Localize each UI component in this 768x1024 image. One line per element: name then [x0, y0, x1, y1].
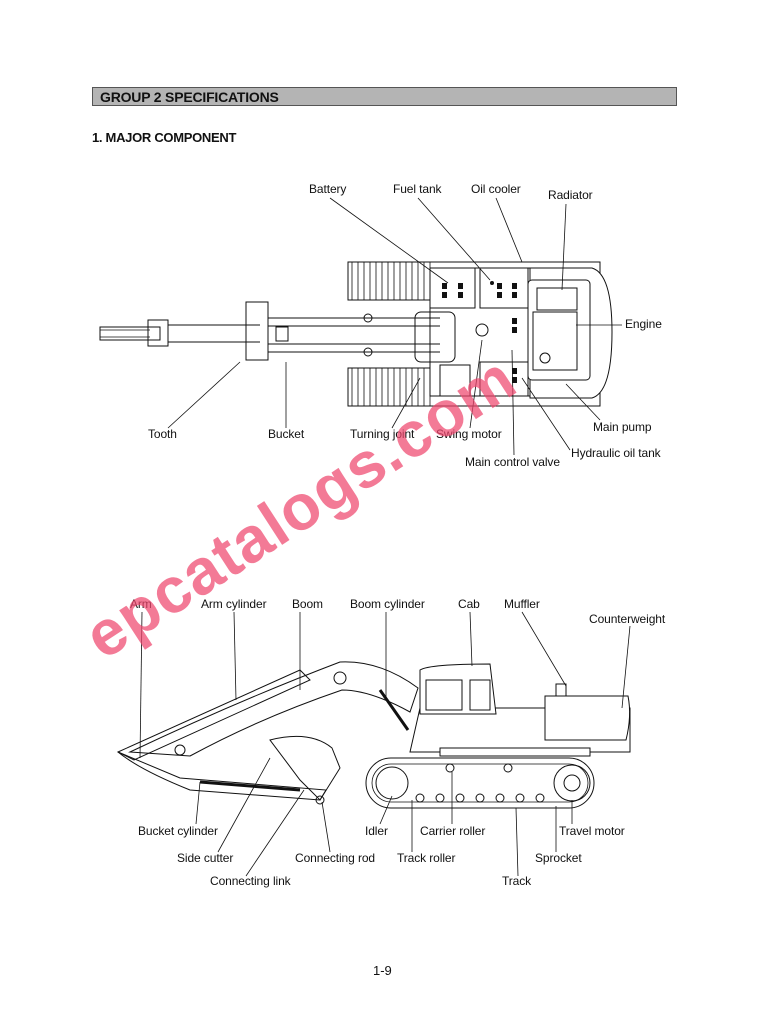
group-title: GROUP 2 SPECIFICATIONS	[100, 89, 279, 105]
label-main-pump: Main pump	[593, 420, 652, 434]
label-track-roller: Track roller	[397, 851, 456, 865]
label-fuel-tank: Fuel tank	[393, 182, 442, 196]
label-travel-motor: Travel motor	[559, 824, 625, 838]
boom	[128, 661, 419, 757]
section-title: 1. MAJOR COMPONENT	[92, 130, 237, 145]
label-connecting-link: Connecting link	[210, 874, 291, 888]
arm-bucket	[116, 669, 341, 805]
component-markers	[442, 281, 517, 383]
label-idler: Idler	[365, 824, 388, 838]
top-leader-lines	[167, 197, 622, 456]
label-track: Track	[502, 874, 532, 888]
label-boom: Boom	[292, 597, 323, 611]
label-tooth: Tooth	[148, 427, 177, 441]
label-counterweight: Counterweight	[589, 612, 666, 626]
label-turning-joint: Turning joint	[350, 427, 415, 441]
label-boom-cylinder: Boom cylinder	[350, 597, 425, 611]
label-sprocket: Sprocket	[535, 851, 582, 865]
label-carrier-roller: Carrier roller	[420, 824, 486, 838]
label-battery: Battery	[309, 182, 347, 196]
label-arm-cylinder: Arm cylinder	[201, 597, 267, 611]
label-side-cutter: Side cutter	[177, 851, 234, 865]
label-main-control-valve: Main control valve	[465, 455, 560, 469]
label-engine: Engine	[625, 317, 662, 331]
track-assembly	[365, 757, 595, 809]
label-muffler: Muffler	[504, 597, 540, 611]
label-arm: Arm	[130, 597, 152, 611]
side-leader-lines	[139, 611, 631, 877]
label-cab: Cab	[458, 597, 480, 611]
label-radiator: Radiator	[548, 188, 593, 202]
top-front-attachment	[99, 301, 456, 363]
label-bucket: Bucket	[268, 427, 305, 441]
group-title-bar: GROUP 2 SPECIFICATIONS	[92, 87, 677, 106]
label-hydraulic-oil-tank: Hydraulic oil tank	[571, 446, 661, 460]
label-connecting-rod: Connecting rod	[295, 851, 375, 865]
label-swing-motor: Swing motor	[436, 427, 502, 441]
label-bucket-cylinder: Bucket cylinder	[138, 824, 218, 838]
upper-body	[409, 663, 631, 757]
label-oil-cooler: Oil cooler	[471, 182, 521, 196]
page-number: 1-9	[373, 963, 392, 978]
